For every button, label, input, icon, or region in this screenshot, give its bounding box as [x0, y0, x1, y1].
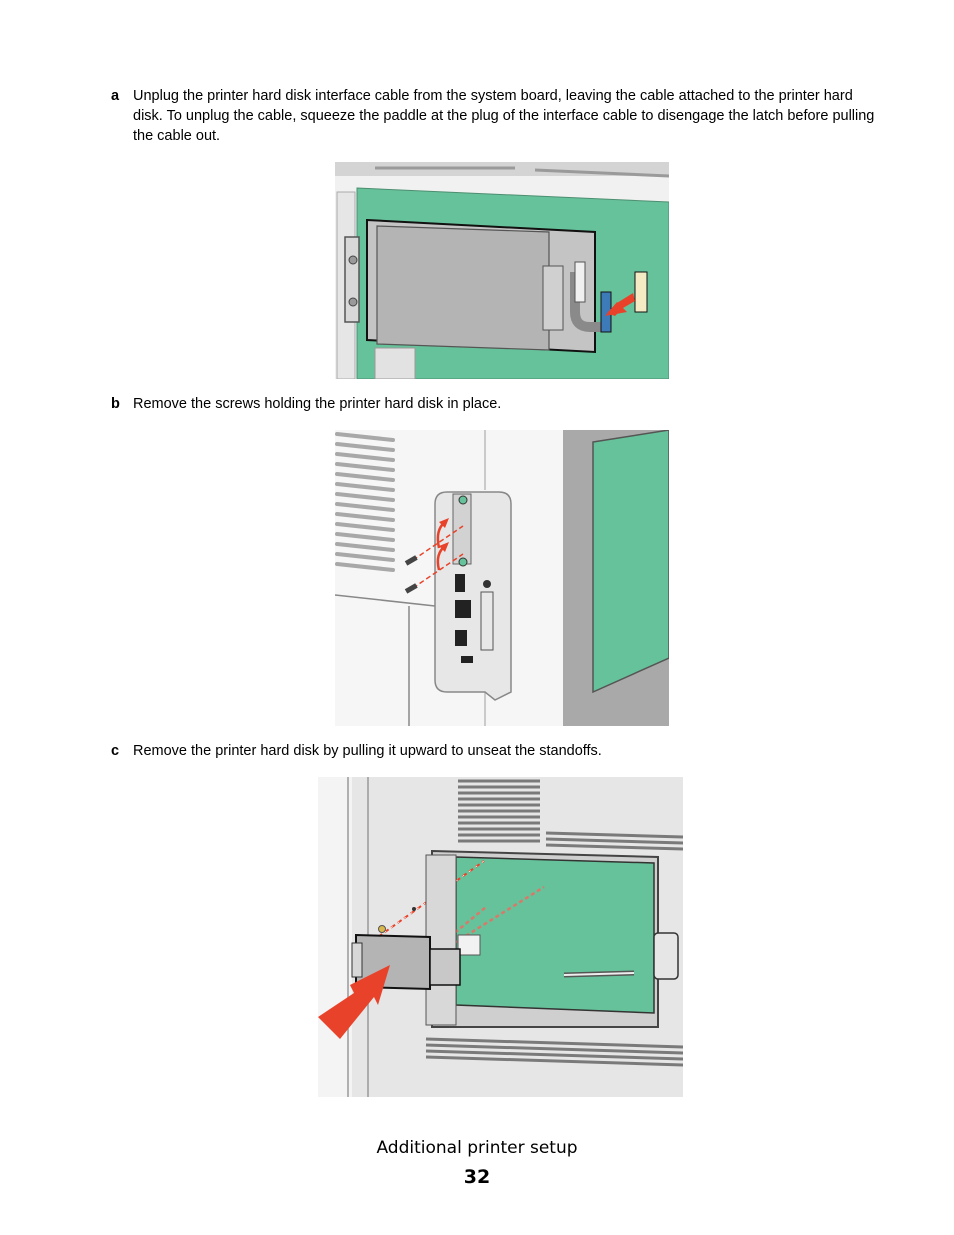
step-letter: c	[111, 743, 120, 759]
page-number: 32	[463, 1166, 491, 1188]
step-text: Remove the screws holding the printer ha…	[133, 396, 502, 412]
figure-unplug-cable	[335, 162, 669, 379]
step-b: b Remove the screws holding the printer …	[111, 394, 876, 414]
step-c: c Remove the printer hard disk by pullin…	[111, 741, 876, 761]
step-text: Unplug the printer hard disk interface c…	[133, 88, 875, 144]
figure-remove-hard-disk	[318, 777, 683, 1097]
figure-remove-screws	[335, 430, 669, 726]
section-title: Additional printer setup	[376, 1138, 578, 1158]
step-text: Remove the printer hard disk by pulling …	[133, 743, 602, 759]
step-letter: b	[111, 396, 120, 412]
step-letter: a	[111, 88, 120, 104]
step-a: a Unplug the printer hard disk interface…	[111, 86, 876, 146]
